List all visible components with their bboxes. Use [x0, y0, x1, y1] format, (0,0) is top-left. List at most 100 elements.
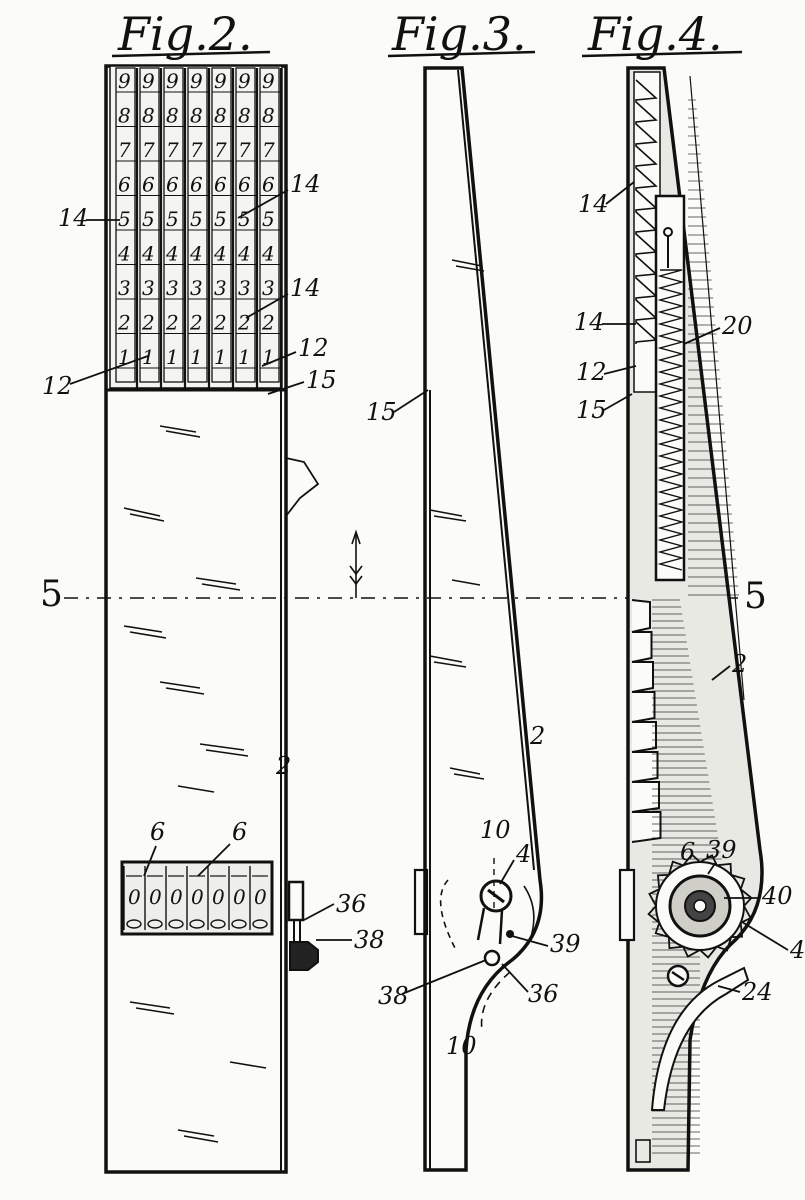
strip-digit: 6 [142, 173, 155, 197]
fig3-side-view [413, 66, 544, 1172]
strip-digit: 8 [238, 104, 251, 128]
number-strip [187, 67, 208, 383]
fig4-ref-14-upper: 14 [578, 190, 609, 218]
strip-digit: 3 [238, 276, 251, 300]
strip-digit: 6 [262, 173, 275, 197]
strip-digit: 7 [142, 138, 155, 162]
strip-digit: 4 [261, 242, 275, 266]
fig3-leader-39 [511, 935, 549, 947]
strip-digit: 5 [118, 207, 131, 231]
fig3-pivot-slot [487, 888, 505, 904]
strip-digit: 2 [141, 311, 155, 335]
strip-digit: 7 [214, 138, 227, 162]
fig3-ref-15: 15 [366, 398, 397, 426]
fig2-leader-12-right [261, 351, 297, 367]
strip-digit: 7 [190, 138, 203, 162]
fig3-lever-arm [476, 907, 504, 945]
fig3-title-underline [387, 50, 536, 58]
section-label-right: 5 [744, 576, 767, 617]
strip-digit: 8 [166, 104, 179, 128]
fig2-ref-14-left: 14 [58, 204, 89, 232]
strip-digit: 9 [262, 69, 275, 93]
fig4-ref-15: 15 [576, 396, 607, 424]
fig4-leader-4 [741, 921, 789, 951]
strip-digit: 4 [237, 242, 251, 266]
fig4-ref-24: 24 [741, 978, 773, 1006]
strip-digit: 1 [190, 345, 203, 369]
fig3-curved-arrow [523, 885, 535, 941]
strip-digit: 7 [262, 138, 275, 162]
fig2-knob-nut [289, 941, 319, 971]
strip-digit: 4 [117, 242, 131, 266]
number-strip [211, 67, 232, 383]
fig3-ref-39: 39 [550, 930, 581, 958]
strip-digit: 8 [142, 104, 155, 128]
strip-digit: 4 [141, 242, 155, 266]
strip-digit: 3 [166, 276, 179, 300]
fig2-surface-hatching [123, 425, 267, 1143]
wheel-lower-digit [231, 919, 247, 929]
fig2-counter-window [120, 860, 274, 936]
fig2-leader-6-right [197, 843, 231, 877]
fig4-lower-boss [618, 868, 636, 942]
fig3-guide-dash [480, 971, 511, 1031]
fig4-ref-40: 40 [761, 882, 793, 910]
fig4-lever-pivot-slot [671, 970, 685, 982]
fig3-boss [413, 868, 429, 936]
fig4-base-block [635, 1139, 651, 1163]
strip-digit: 6 [214, 173, 227, 197]
strip-digit: 3 [214, 276, 227, 300]
fig2-ref-12-right: 12 [298, 334, 329, 362]
strip-digit: 3 [262, 276, 275, 300]
wheel-lower-digit [147, 919, 163, 929]
strip-digit: 9 [142, 69, 155, 93]
counter-wheel-digit: 0 [233, 885, 246, 909]
fig4-ref-12: 12 [576, 358, 607, 386]
fig3-pawl-dot [506, 930, 514, 938]
fig3-slope-inner [457, 69, 535, 871]
strip-digit: 5 [142, 207, 155, 231]
fig2-front-view: 9876543219876543219876543219876543219876… [104, 64, 320, 1174]
fig4-leader-39 [707, 861, 717, 875]
fig2-ref-2: 2 [275, 752, 291, 780]
fig3-leader-15 [393, 389, 429, 413]
strip-digit: 2 [213, 311, 227, 335]
strip-digit: 1 [238, 345, 251, 369]
fig4-leader-15 [603, 393, 633, 411]
strip-digit: 5 [166, 207, 179, 231]
strip-digit: 2 [117, 311, 131, 335]
fig4-wheel-spindle [693, 899, 707, 913]
strip-digit: 9 [118, 69, 131, 93]
strip-digit: 4 [189, 242, 203, 266]
fig4-ref-39: 39 [706, 836, 737, 864]
fig4-leader-14-upper [605, 181, 635, 205]
strip-digit: 3 [118, 276, 131, 300]
strip-digit: 9 [190, 69, 203, 93]
fig3-ref-36: 36 [528, 980, 559, 1008]
strip-digit: 4 [165, 242, 179, 266]
counter-wheel-digit: 0 [212, 885, 225, 909]
strip-digit: 1 [214, 345, 227, 369]
fig3-ref-10-lower: 10 [446, 1032, 477, 1060]
strip-digit: 5 [190, 207, 203, 231]
fig2-ref-15: 15 [306, 366, 337, 394]
fig4-ref-4: 4 [789, 936, 805, 964]
fig2-ref-38: 38 [354, 926, 385, 954]
fig4-leader-12 [603, 365, 637, 375]
strip-digit: 2 [189, 311, 203, 335]
number-strip [139, 67, 160, 383]
number-strip [163, 67, 184, 383]
strip-digit: 2 [165, 311, 179, 335]
fig4-title-underline [581, 50, 743, 58]
fig4-ref-14-lower: 14 [574, 308, 605, 336]
fig4-lower-ratchet-teeth [631, 599, 662, 843]
wheel-lower-digit [252, 919, 268, 929]
fig3-ref-38: 38 [378, 982, 409, 1010]
strip-digit: 2 [261, 311, 275, 335]
strip-digit: 9 [166, 69, 179, 93]
counter-wheel-digit: 0 [170, 885, 183, 909]
fig2-side-knob [287, 880, 305, 922]
strip-digit: 6 [118, 173, 131, 197]
